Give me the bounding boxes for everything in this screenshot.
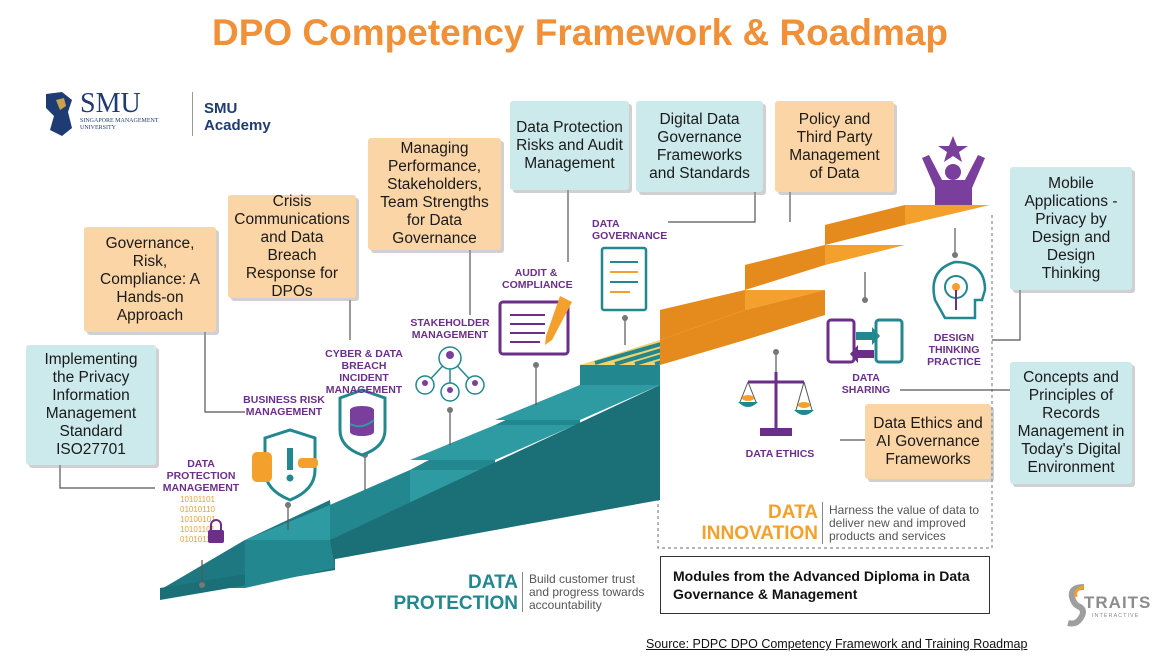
label-data-ethics: DATA ETHICS [745,448,815,460]
module-box-audit: Data Protection Risks and Audit Manageme… [510,101,629,190]
lion-crest-icon [46,92,72,136]
smu-subtitle-1: SINGAPORE MANAGEMENT [80,118,159,124]
module-box-iso27701: Implementing the Privacy Information Man… [26,345,156,465]
data-innovation-divider [822,502,823,544]
scales-ethics-icon [738,372,814,436]
module-box-grc: Governance, Risk, Compliance: A Hands-on… [84,227,216,332]
smu-wordmark: SMU [80,88,141,119]
shield-warning-icon [252,428,318,502]
module-box-ethics: Data Ethics and AI Governance Frameworks [865,404,991,479]
data-protection-tagline: Build customer trust and progress toward… [529,572,645,612]
academy-line-2: Academy [204,117,271,134]
document-icon [600,246,648,312]
stakeholder-network-icon [415,346,485,402]
notebook-pencil-icon [498,296,572,356]
straits-subtitle: INTERACTIVE [1092,613,1140,619]
orange-stairs [660,205,990,365]
straits-logo: TRAITS INTERACTIVE [1066,583,1150,627]
svg-text:01010110: 01010110 [180,535,216,544]
module-box-policy: Policy and Third Party Management of Dat… [775,101,894,192]
svg-text:10101101: 10101101 [180,495,216,504]
data-sharing-icon [826,318,904,364]
logo-divider [192,92,193,136]
source-link[interactable]: Source: PDPC DPO Competency Framework an… [646,637,1028,651]
data-protection-word1: DATA [468,572,518,593]
module-box-mobile: Mobile Applications - Privacy by Design … [1010,167,1132,290]
label-audit-compliance: AUDIT & COMPLIANCE [502,267,573,291]
data-protection-word2: PROTECTION [393,593,518,614]
connector-lines [59,190,1021,585]
data-innovation-tagline: Harness the value of data to deliver new… [829,503,980,543]
label-data-governance: DATA GOVERNANCE [592,218,668,242]
label-data-protection-management: DATA PROTECTION MANAGEMENT [162,458,240,494]
page-title: DPO Competency Framework & Roadmap [211,12,949,53]
binary-lock-icon: 10101101 01010110 10100101 10101101 0101… [180,495,224,544]
module-box-digital-governance: Digital Data Governance Frameworks and S… [636,101,763,192]
celebrating-person-icon [922,136,985,205]
data-innovation-word2: INNOVATION [701,523,818,544]
straits-s-icon [1067,584,1086,627]
design-thinking-head-icon [932,260,987,320]
smu-subtitle-2: UNIVERSITY [80,125,116,131]
label-design-thinking: DESIGN THINKING PRACTICE [927,332,981,368]
module-box-records: Concepts and Principles of Records Manag… [1010,362,1132,484]
data-innovation-word1: DATA [768,502,818,523]
svg-text:01010110: 01010110 [180,505,216,514]
teal-stairs [160,345,660,600]
data-protection-divider [522,572,523,612]
module-box-crisis: Crisis Communications and Data Breach Re… [228,193,356,300]
database-shield-icon [338,388,387,457]
svg-text:10101101: 10101101 [180,525,216,534]
smu-logo: SMU SINGAPORE MANAGEMENT UNIVERSITY SMU … [42,88,282,140]
modules-legend-box: Modules from the Advanced Diploma in Dat… [660,556,990,614]
label-cyber-breach: CYBER & DATA BREACH INCIDENT MANAGEMENT [325,348,403,396]
module-box-stakeholders: Managing Performance, Stakeholders, Team… [368,138,501,250]
label-business-risk-management: BUSINESS RISK MANAGEMENT [243,394,325,418]
label-data-sharing: DATA SHARING [841,372,891,396]
straits-wordmark: TRAITS [1084,593,1152,612]
label-stakeholder-management: STAKEHOLDER MANAGEMENT [410,317,490,341]
svg-text:10100101: 10100101 [180,515,216,524]
academy-line-1: SMU [204,100,238,117]
